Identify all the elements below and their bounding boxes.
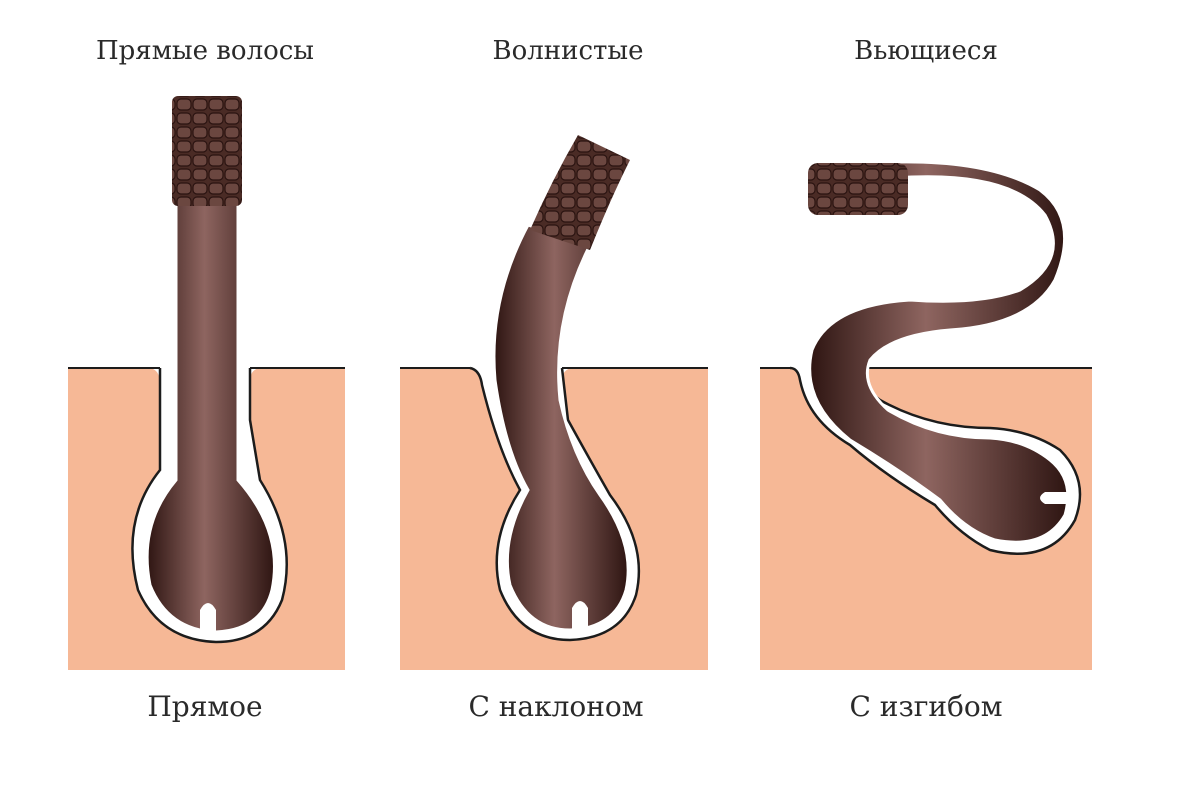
panel-straight (68, 96, 345, 670)
caption-curly: С изгибом (849, 690, 1003, 723)
title-wavy: Волнистые (492, 36, 644, 66)
skin-block-straight (68, 368, 345, 670)
caption-straight: Прямое (147, 690, 263, 723)
hair-cuticle-straight (172, 96, 242, 206)
title-straight: Прямые волосы (95, 36, 315, 66)
panel-wavy (400, 135, 708, 670)
papilla-notch-straight (200, 603, 216, 632)
title-curly: Вьющиеся (854, 36, 998, 66)
follicle-sheath-wavy (469, 366, 641, 642)
papilla-notch-wavy (572, 601, 588, 630)
hair-shaft-wavy (492, 223, 630, 632)
panel-curly (760, 160, 1092, 670)
hair-cuticle-curly (808, 163, 908, 215)
hair-shaft-curly (808, 160, 1070, 544)
follicle-sheath-straight (131, 368, 288, 644)
skin-block-wavy (400, 368, 708, 670)
follicle-sheath-curly (789, 366, 1082, 555)
hair-cuticle-wavy (530, 135, 630, 250)
skin-block-curly (760, 368, 1092, 670)
papilla-notch-curly (1040, 492, 1075, 504)
caption-wavy: С наклоном (468, 690, 644, 723)
